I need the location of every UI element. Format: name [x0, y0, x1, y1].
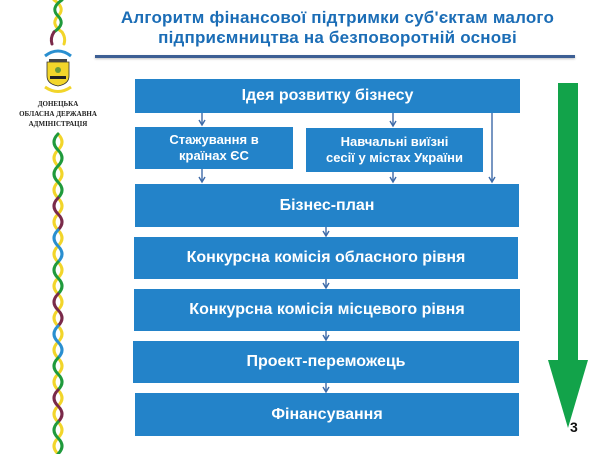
node-label: Конкурсна комісія обласного рівня [186, 249, 466, 266]
braid-ornament [49, 0, 67, 454]
node-training: Навчальні виїзні сесії у містах України [306, 128, 483, 172]
node-label: Ідея розвитку бізнесу [241, 87, 414, 104]
page-number: 3 [570, 419, 578, 435]
node-winner: Проект-переможець [133, 341, 519, 383]
progress-arrow-icon [548, 83, 588, 428]
node-label-line-1: Стажування в [169, 132, 259, 147]
node-label-line-2: країнах ЄС [179, 148, 249, 163]
node-regional-commission: Конкурсна комісія обласного рівня [134, 237, 518, 279]
node-local-commission: Конкурсна комісія місцевого рівня [134, 289, 520, 331]
organization-name: ДОНЕЦЬКА ОБЛАСНА ДЕРЖАВНА АДМІНІСТРАЦІЯ [0, 99, 116, 129]
title-line-2: підприємництва на безповоротній основі [158, 28, 517, 47]
node-financing: Фінансування [135, 393, 519, 436]
node-label: Фінансування [271, 405, 383, 423]
title-underline [95, 55, 575, 58]
node-business-plan: Бізнес-план [135, 184, 519, 227]
org-line-3: АДМІНІСТРАЦІЯ [28, 120, 88, 128]
node-internship: Стажування в країнах ЄС [135, 127, 293, 169]
node-label: Проект-переможець [246, 353, 406, 370]
coat-of-arms-icon [44, 49, 72, 93]
flow-arrows [198, 113, 496, 394]
node-label: Конкурсна комісія місцевого рівня [189, 301, 465, 318]
title-line-1: Алгоритм фінансової підтримки суб'єктам … [120, 8, 555, 27]
org-line-2: ОБЛАСНА ДЕРЖАВНА [19, 110, 97, 118]
node-label-line-2: сесії у містах України [326, 150, 463, 165]
slide-title: Алгоритм фінансової підтримки суб'єктам … [100, 8, 575, 48]
node-label-line-1: Навчальні виїзні [340, 134, 449, 149]
node-idea: Ідея розвитку бізнесу [135, 79, 520, 113]
org-line-1: ДОНЕЦЬКА [37, 100, 79, 108]
node-label: Бізнес-план [279, 196, 375, 214]
